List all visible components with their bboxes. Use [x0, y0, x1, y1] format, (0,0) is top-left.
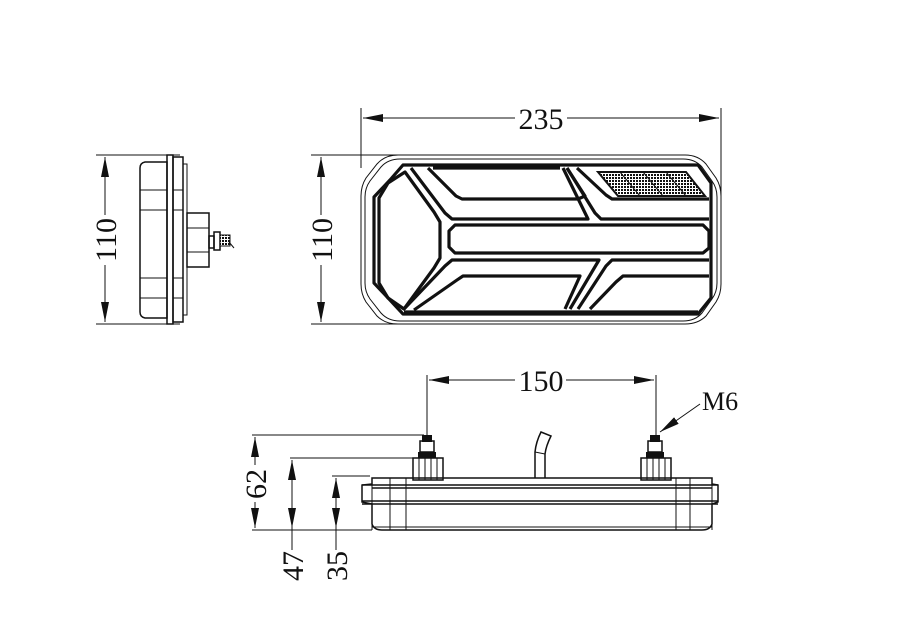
center-bar-segment — [447, 223, 711, 255]
left-thread — [422, 435, 432, 442]
lamp-lens-frame — [372, 163, 713, 316]
upper-right-band — [565, 167, 709, 221]
reflector-mesh — [595, 171, 708, 197]
dim-35-label: 35 — [321, 551, 354, 581]
upper-chevron-band — [409, 167, 590, 221]
side-thread — [219, 234, 231, 247]
right-stud-boss — [640, 457, 672, 481]
dim-47-label: 47 — [277, 551, 310, 581]
cable-exit — [534, 431, 553, 478]
front-height-label: 110 — [306, 218, 339, 262]
front-width-label: 235 — [519, 103, 564, 136]
side-height-label: 110 — [90, 218, 123, 262]
right-nut — [647, 440, 663, 453]
bottom-view: 150 M6 62 47 35 — [240, 365, 738, 581]
side-flange — [166, 154, 174, 325]
front-view: 235 110 — [306, 103, 722, 325]
dim-62-label: 62 — [240, 469, 273, 499]
side-view: 110 — [90, 154, 235, 325]
bolt-spacing-label: 150 — [519, 365, 564, 398]
right-washer — [646, 452, 664, 458]
left-washer — [418, 452, 436, 458]
thread-leader — [659, 403, 701, 433]
side-lens — [139, 161, 168, 319]
thread-label: M6 — [702, 387, 738, 416]
left-stud-boss — [412, 457, 444, 481]
side-rear-boss — [186, 212, 210, 268]
lower-right-band — [576, 258, 709, 310]
lower-chevron-band — [402, 258, 601, 311]
left-nut — [419, 440, 435, 453]
lamp-outer-rim — [360, 154, 722, 325]
side-nut — [213, 231, 221, 251]
right-thread — [650, 435, 660, 442]
